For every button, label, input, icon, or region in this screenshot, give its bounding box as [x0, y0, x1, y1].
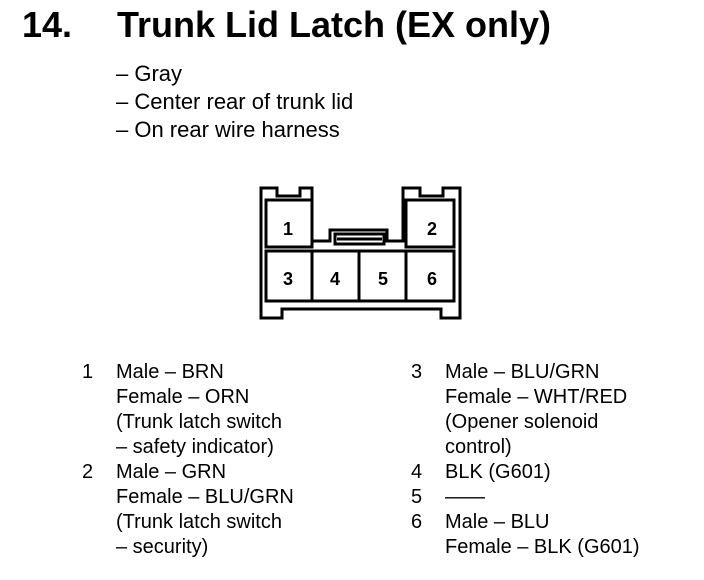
- terminal-entry-6: 6 Male – BLU Female – BLK (G601): [411, 510, 640, 560]
- terminal-line: Female – ORN: [116, 386, 250, 408]
- pin-label-3: 3: [283, 269, 293, 289]
- terminal-entry-5: 5 ——: [411, 485, 640, 510]
- terminal-entry-1: 1 Male – BRN Female – ORN (Trunk latch s…: [82, 360, 294, 460]
- pin-label-1: 1: [283, 219, 293, 239]
- terminal-number: 2: [82, 461, 94, 483]
- terminal-line: Female – BLK (G601): [445, 536, 640, 558]
- terminal-line: (Trunk latch switch: [116, 511, 282, 533]
- terminal-line: Male – BLU/GRN: [445, 361, 600, 383]
- pin-label-4: 4: [330, 269, 340, 289]
- connector-description: – Gray – Center rear of trunk lid – On r…: [116, 60, 353, 144]
- terminal-line: – security): [116, 536, 209, 558]
- terminal-entry-3: 3 Male – BLU/GRN Female – WHT/RED (Opene…: [411, 360, 640, 460]
- terminal-line: Male – BRN: [116, 361, 224, 383]
- page-title: Trunk Lid Latch (EX only): [117, 4, 552, 45]
- terminal-line: BLK (G601): [445, 461, 551, 483]
- latch-tab: [333, 232, 386, 246]
- description-line: – On rear wire harness: [116, 117, 340, 142]
- terminal-entry-4: 4 BLK (G601): [411, 460, 640, 485]
- terminal-line: Male – GRN: [116, 461, 227, 483]
- section-number: 14.: [22, 4, 73, 45]
- terminal-list-right: 3 Male – BLU/GRN Female – WHT/RED (Opene…: [411, 360, 640, 560]
- connector-housing: [259, 186, 462, 320]
- terminal-line: (Opener solenoid: [445, 411, 599, 433]
- cavity-pin-1: [264, 198, 314, 249]
- description-line: – Gray: [116, 61, 183, 86]
- terminal-number: 3: [411, 361, 423, 383]
- terminal-entry-2: 2 Male – GRN Female – BLU/GRN (Trunk lat…: [82, 460, 294, 560]
- cavity-pin-6: [404, 249, 456, 303]
- terminal-number: 4: [411, 461, 423, 483]
- terminal-list-left: 1 Male – BRN Female – ORN (Trunk latch s…: [82, 360, 294, 560]
- pin-label-5: 5: [378, 269, 388, 289]
- terminal-line: control): [445, 436, 512, 458]
- connector-diagram: 1 2 3 4 5 6: [259, 186, 462, 320]
- terminal-line: Male – BLU: [445, 511, 550, 533]
- terminal-number: 5: [411, 486, 423, 508]
- cavity-pin-2: [404, 198, 456, 249]
- pin-label-2: 2: [427, 219, 437, 239]
- pin-label-6: 6: [427, 269, 437, 289]
- terminal-line: ——: [445, 486, 485, 508]
- terminal-line: – safety indicator): [116, 436, 274, 458]
- terminal-number: 1: [82, 361, 94, 383]
- terminal-line: (Trunk latch switch: [116, 411, 282, 433]
- description-line: – Center rear of trunk lid: [116, 89, 354, 114]
- terminal-line: Female – BLU/GRN: [116, 486, 294, 508]
- terminal-number: 6: [411, 511, 423, 533]
- terminal-line: Female – WHT/RED: [445, 386, 628, 408]
